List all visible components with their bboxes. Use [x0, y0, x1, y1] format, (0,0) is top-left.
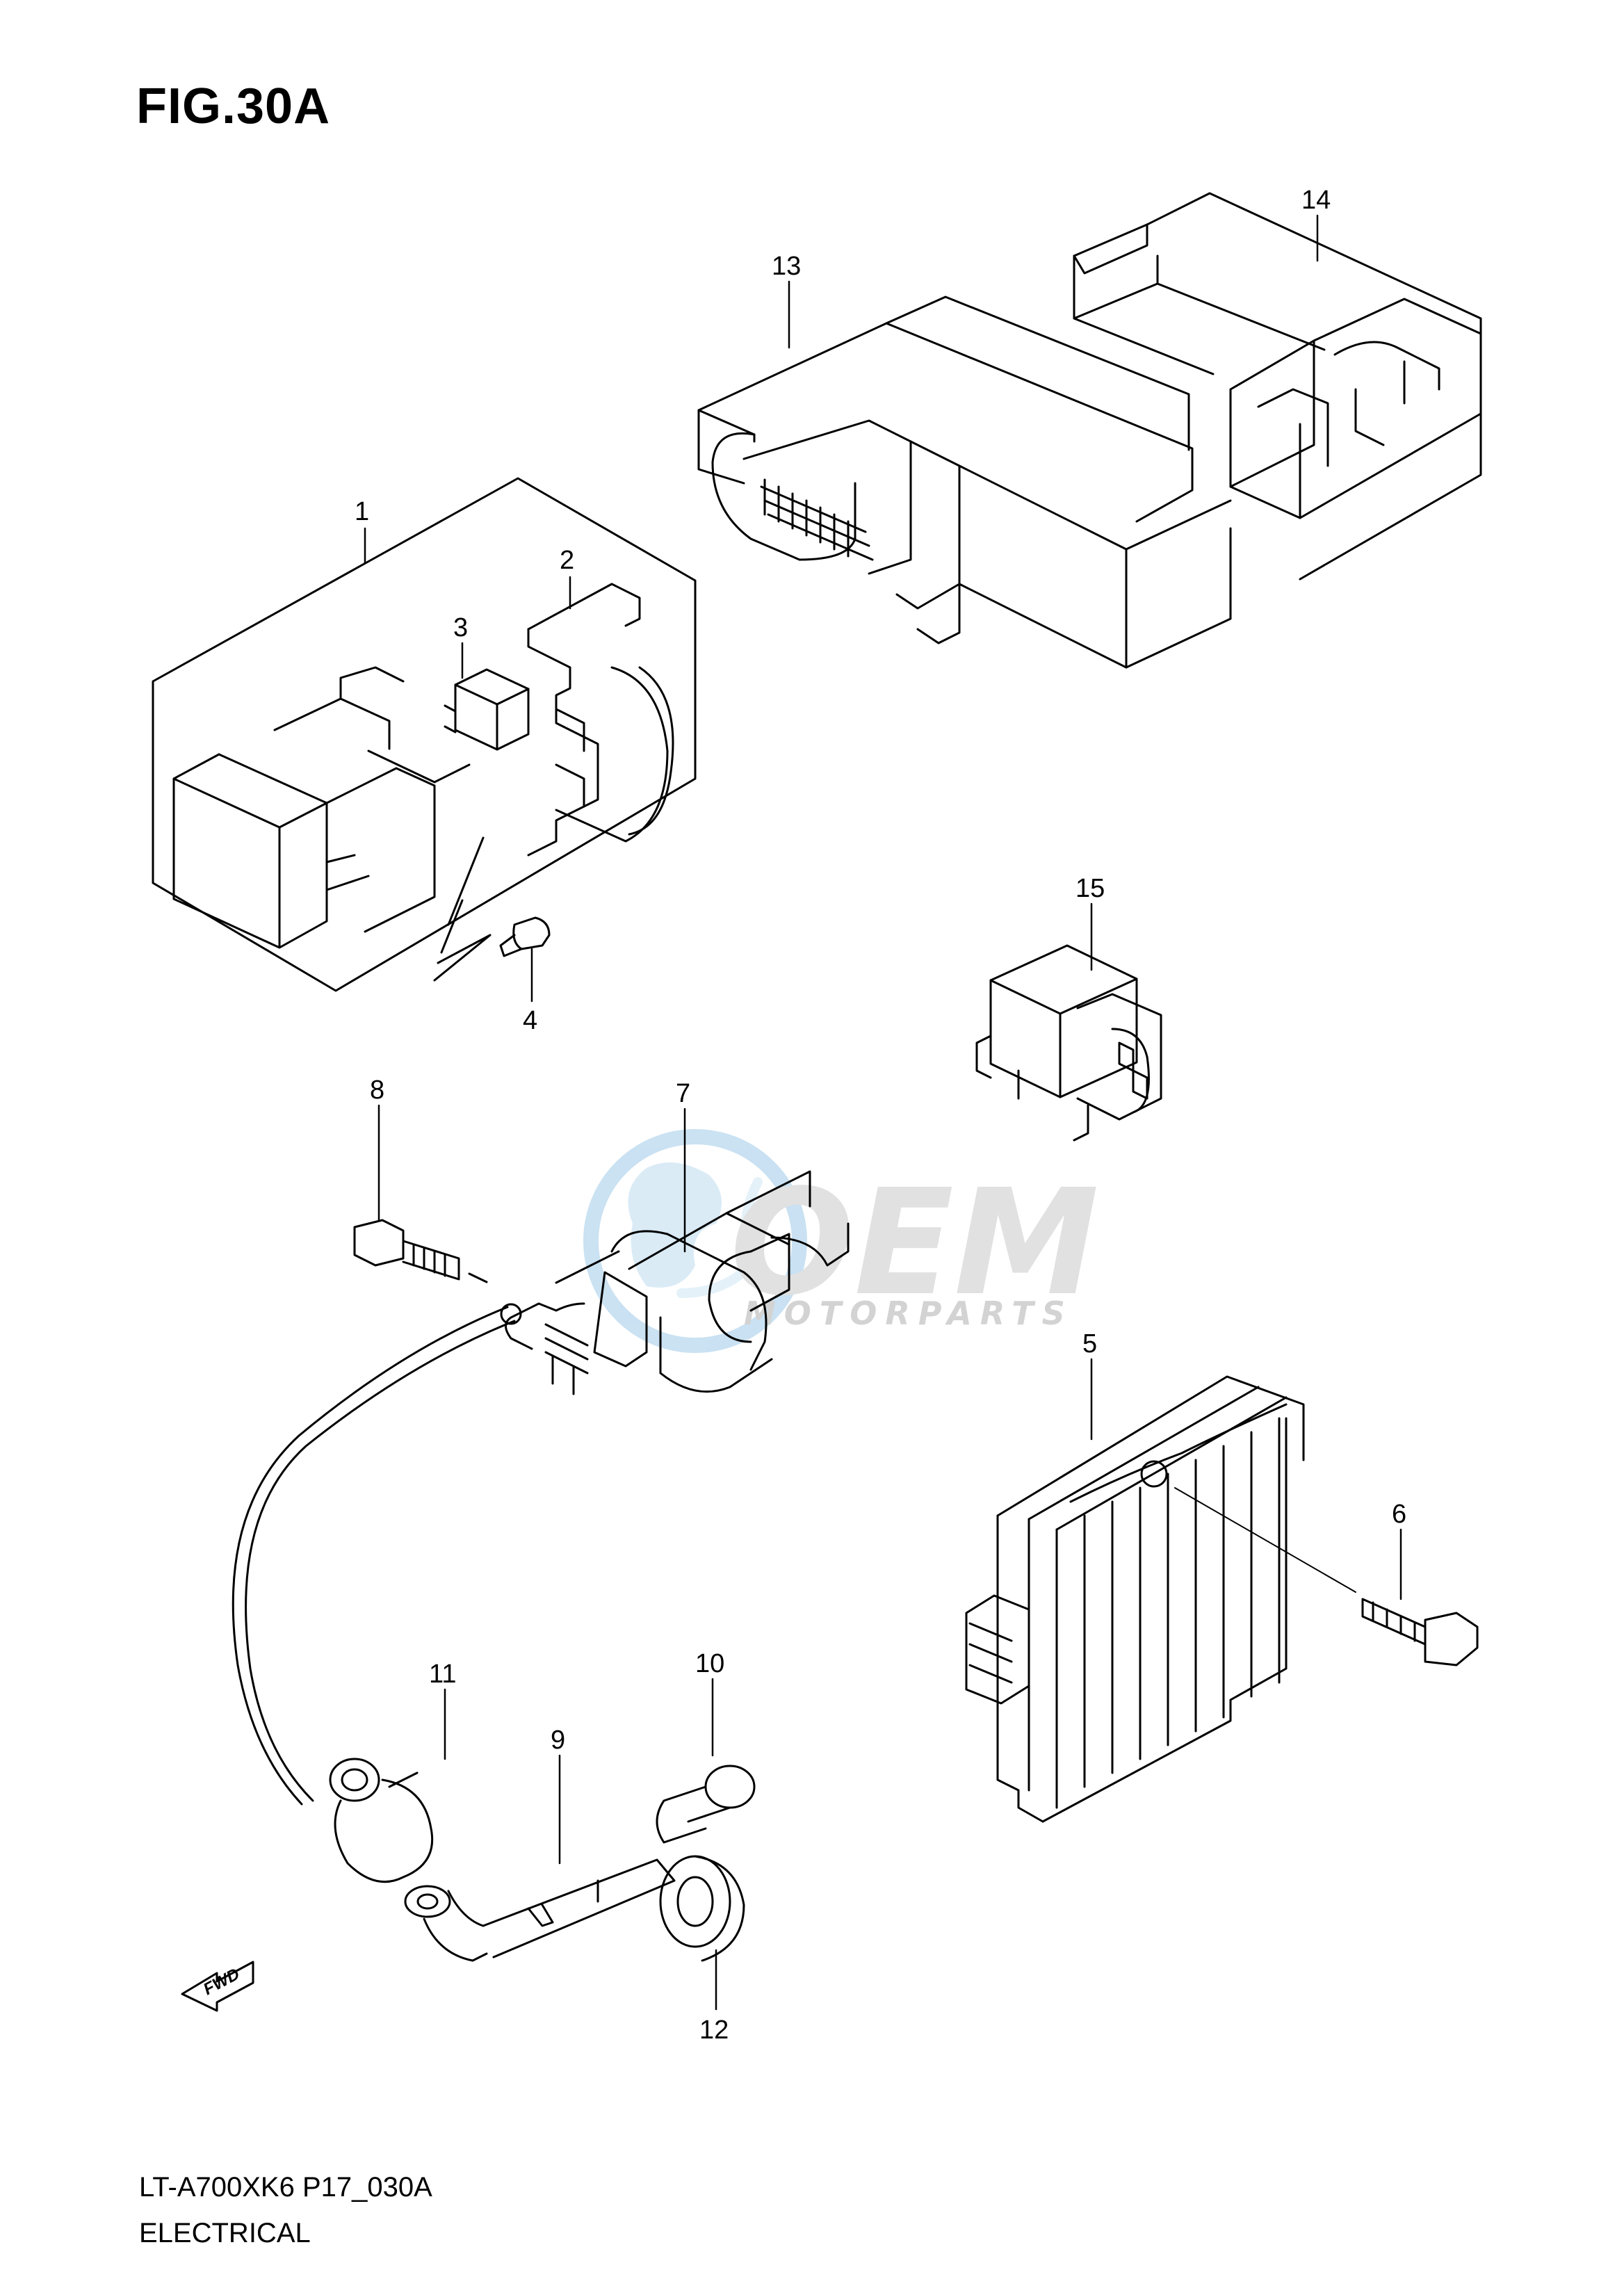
part-15-relay: [975, 944, 1162, 1142]
callout-12: 12: [699, 2016, 729, 2045]
callout-1: 1: [355, 497, 369, 526]
part-12-grommet: [659, 1855, 745, 1962]
callout-3: 3: [453, 613, 468, 642]
part-11-plug-boot: [329, 1758, 434, 1883]
part-13-ecm: [697, 295, 1232, 669]
part-10-bush: [656, 1765, 756, 1844]
part-7-ignition-coil: [232, 1170, 850, 1806]
leader-lines: [364, 214, 1402, 2011]
forward-arrow-icon: FWD: [181, 1961, 254, 2012]
callout-6: 6: [1392, 1500, 1406, 1529]
part-1-relay-kit: [152, 477, 697, 992]
callout-7: 7: [676, 1079, 690, 1108]
section-title: ELECTRICAL: [139, 2218, 311, 2248]
figure-title: FIG.30A: [136, 79, 331, 134]
part-14-ecm-cover: [1073, 192, 1482, 581]
callout-10: 10: [695, 1649, 724, 1678]
callout-11: 11: [429, 1660, 456, 1689]
callout-9: 9: [551, 1726, 565, 1755]
callout-14: 14: [1301, 186, 1331, 215]
model-code: LT-A700XK6 P17_030A: [139, 2172, 432, 2203]
callout-13: 13: [772, 252, 801, 281]
callout-4: 4: [523, 1006, 537, 1035]
part-5-regulator: [965, 1375, 1305, 1823]
watermark-tagline: MOTORPARTS: [744, 1295, 1073, 1332]
part-9-plug-cap: [404, 1858, 676, 1962]
callout-15: 15: [1075, 874, 1105, 903]
watermark-logo: OEM MOTORPARTS: [583, 1129, 1099, 1353]
watermark-brand: OEM: [730, 1158, 1099, 1328]
part-6-bolt: [1174, 1487, 1479, 1666]
callout-8: 8: [370, 1076, 384, 1105]
callout-2: 2: [560, 546, 574, 575]
callout-labels: 1 2 3 4 5 6 7 8 9 10 11 12 13 14 15: [355, 186, 1406, 2045]
part-8-bolt: [353, 1219, 488, 1283]
callout-5: 5: [1082, 1329, 1097, 1359]
